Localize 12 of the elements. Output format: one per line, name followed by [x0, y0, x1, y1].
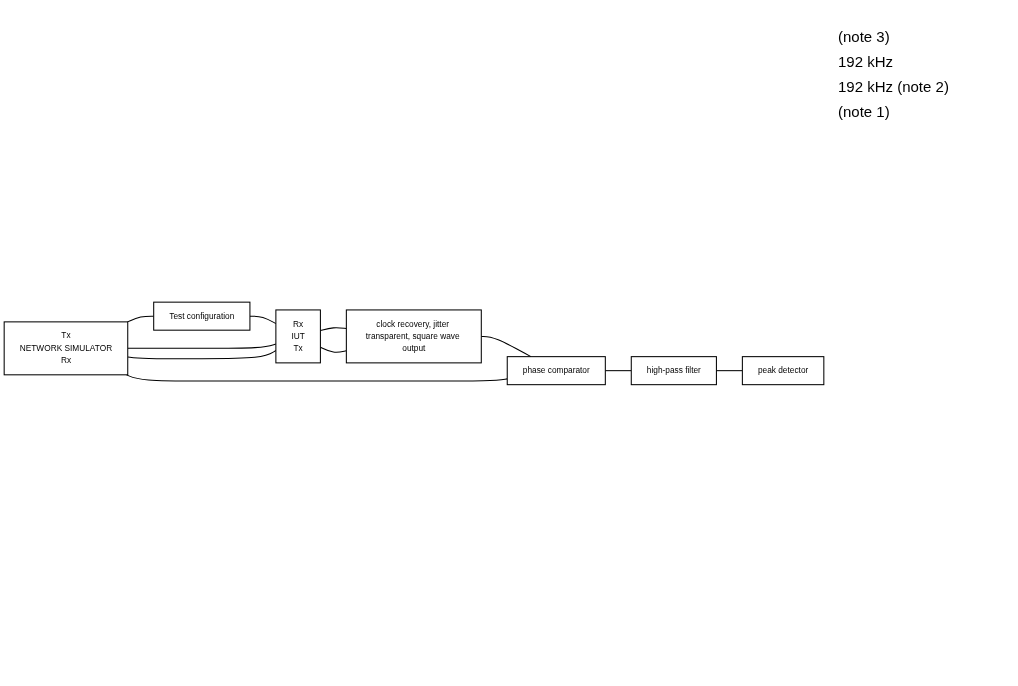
- node-box: peak detector: [741, 355, 825, 385]
- node-box: phase comparator: [506, 355, 606, 385]
- node-box: high-pass filter: [630, 355, 717, 385]
- note-text: 192 kHz: [838, 53, 895, 70]
- note-text: (note 3): [838, 28, 891, 45]
- node-box: Rx IUT Tx: [275, 309, 321, 363]
- connector: [125, 373, 508, 382]
- note-text: 192 kHz (note 2): [838, 78, 950, 95]
- node-box: Test configuration: [153, 301, 251, 331]
- node-box: Tx NETWORK SIMULATOR Rx: [3, 320, 129, 375]
- node-box: clock recovery, jitter transparent, square wave output: [345, 309, 482, 363]
- note-text: (note 1): [838, 103, 891, 120]
